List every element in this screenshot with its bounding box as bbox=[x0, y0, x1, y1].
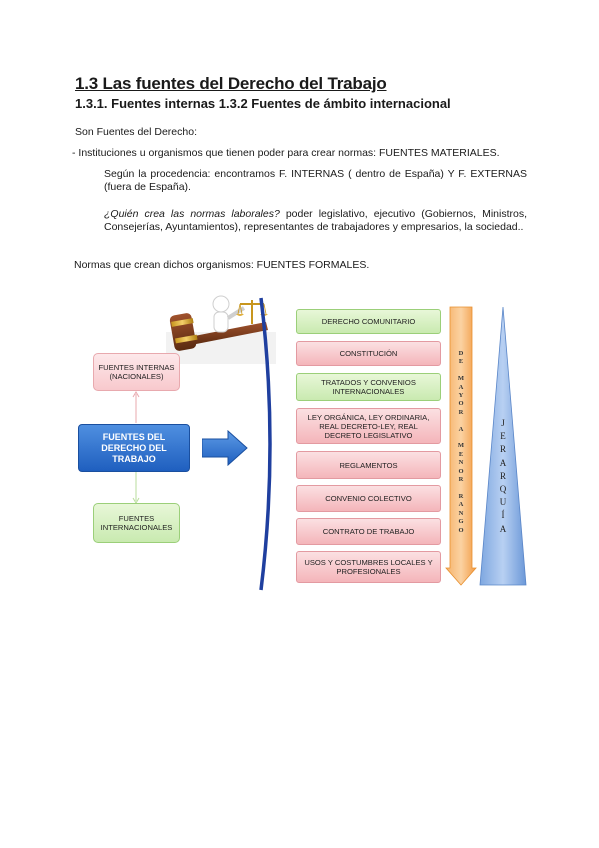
right-arrow-icon bbox=[202, 430, 248, 466]
rank-letter: R bbox=[458, 476, 464, 484]
hierarchy-letter: A bbox=[499, 523, 507, 534]
rank-letter: N bbox=[458, 459, 464, 467]
hierarchy-letter: Í bbox=[501, 510, 505, 521]
hierarchy-letter: J bbox=[501, 418, 505, 428]
rank-letter: Y bbox=[458, 392, 464, 400]
hierarchy-letter: R bbox=[499, 470, 506, 481]
rank-letter: O bbox=[458, 400, 464, 408]
question-rest: poder legislativo, ejecutivo (Gobiernos,… bbox=[104, 208, 527, 233]
rank-letter: N bbox=[458, 509, 464, 517]
rank-letter: R bbox=[458, 492, 464, 500]
rank-letter: E bbox=[458, 358, 464, 366]
rank-letter bbox=[460, 434, 462, 442]
procedencia-text: Según la procedencia: encontramos F. INT… bbox=[104, 168, 527, 193]
hierarchy-letter: E bbox=[500, 431, 506, 442]
list-reglamentos: REGLAMENTOS bbox=[296, 451, 441, 479]
box-fuentes-derecho: FUENTES DEL DERECHO DEL TRABAJO bbox=[78, 424, 190, 472]
rank-letter: D bbox=[458, 350, 464, 357]
list-tratados: TRATADOS Y CONVENIOS INTERNACIONALES bbox=[296, 373, 441, 401]
box-fuentes-internas: FUENTES INTERNAS (NACIONALES) bbox=[93, 353, 180, 391]
hierarchy-letter: U bbox=[499, 497, 507, 508]
connector-down bbox=[132, 472, 140, 504]
divider-curve bbox=[259, 297, 272, 591]
list-leyes: LEY ORGÁNICA, LEY ORDINARIA, REAL DECRET… bbox=[296, 408, 441, 444]
list-convenio-colectivo: CONVENIO COLECTIVO bbox=[296, 485, 441, 512]
question-italic: ¿Quién crea las normas laborales? bbox=[104, 208, 280, 220]
rank-letter bbox=[460, 367, 462, 375]
rank-letter: R bbox=[458, 408, 464, 416]
intro-text: Son Fuentes del Derecho: bbox=[75, 126, 197, 138]
list-derecho-comunitario: DERECHO COMUNITARIO bbox=[296, 309, 441, 334]
rank-letter: A bbox=[458, 501, 464, 509]
rank-letter: G bbox=[458, 518, 464, 526]
hierarchy-letter: Q bbox=[499, 484, 507, 495]
rank-letter: O bbox=[458, 526, 464, 534]
rank-letter: E bbox=[458, 450, 464, 458]
rank-arrow bbox=[445, 306, 477, 586]
gavel-illustration bbox=[166, 295, 276, 364]
section-subtitle: 1.3.1. Fuentes internas 1.3.2 Fuentes de… bbox=[75, 96, 451, 111]
hierarchy-triangle bbox=[479, 306, 527, 586]
connector-up bbox=[132, 391, 140, 423]
rank-letter: M bbox=[457, 375, 465, 383]
list-contrato-trabajo: CONTRATO DE TRABAJO bbox=[296, 518, 441, 545]
list-constitucion: CONSTITUCIÓN bbox=[296, 341, 441, 366]
formales-text: Normas que crean dichos organismos: FUEN… bbox=[74, 259, 370, 271]
question-paragraph: ¿Quién crea las normas laborales? poder … bbox=[104, 208, 527, 234]
box-fuentes-internacionales: FUENTES INTERNACIONALES bbox=[93, 503, 180, 543]
rank-letter bbox=[460, 485, 462, 493]
rank-letter: O bbox=[458, 467, 464, 475]
page-title: 1.3 Las fuentes del Derecho del Trabajo bbox=[75, 74, 387, 93]
bullet-text: - Instituciones u organismos que tienen … bbox=[72, 147, 500, 159]
rank-letter: A bbox=[458, 425, 464, 433]
rank-letter: A bbox=[458, 383, 464, 391]
list-usos-costumbres: USOS Y COSTUMBRES LOCALES Y PROFESIONALE… bbox=[296, 551, 441, 583]
hierarchy-letter: R bbox=[499, 444, 506, 455]
rank-letter: M bbox=[457, 442, 465, 450]
rank-letter bbox=[460, 417, 462, 425]
hierarchy-letter: A bbox=[499, 457, 507, 468]
